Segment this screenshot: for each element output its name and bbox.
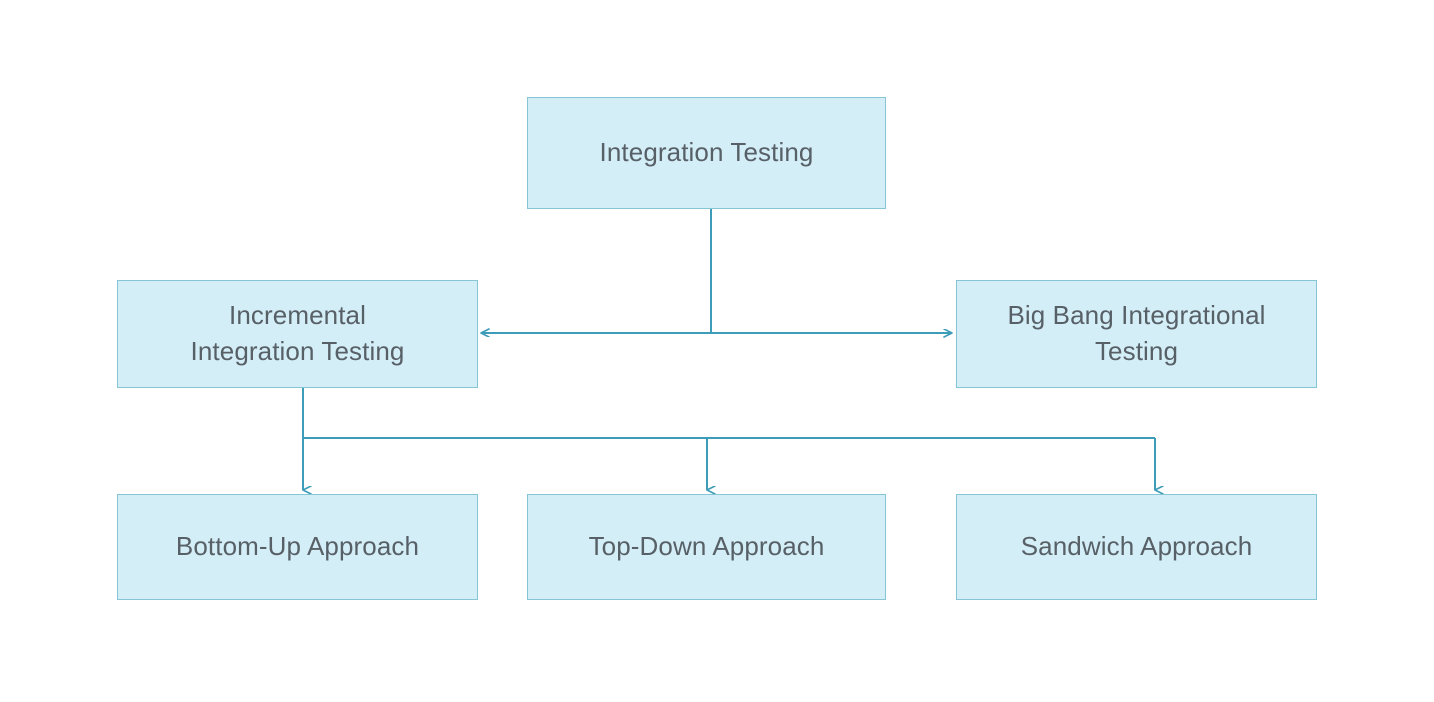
- node-label-integration-testing: Integration Testing: [599, 137, 814, 168]
- node-bottom-up-approach[interactable]: Bottom-Up Approach: [117, 494, 478, 600]
- node-big-bang-integrational-testing[interactable]: Big Bang Integrational Testing: [956, 280, 1317, 388]
- node-label-bottom-up-approach: Bottom-Up Approach: [175, 531, 420, 562]
- node-sandwich-approach[interactable]: Sandwich Approach: [956, 494, 1317, 600]
- node-incremental-integration-testing[interactable]: Incremental Integration Testing: [117, 280, 478, 388]
- node-label-top-down-approach: Top-Down Approach: [588, 531, 825, 562]
- node-label-sandwich-approach: Sandwich Approach: [1020, 531, 1253, 562]
- node-integration-testing[interactable]: Integration Testing: [527, 97, 886, 209]
- node-label-big-bang-integrational-testing: Big Bang Integrational Testing: [1007, 300, 1266, 366]
- node-label-incremental-integration-testing: Incremental Integration Testing: [190, 300, 405, 366]
- node-top-down-approach[interactable]: Top-Down Approach: [527, 494, 886, 600]
